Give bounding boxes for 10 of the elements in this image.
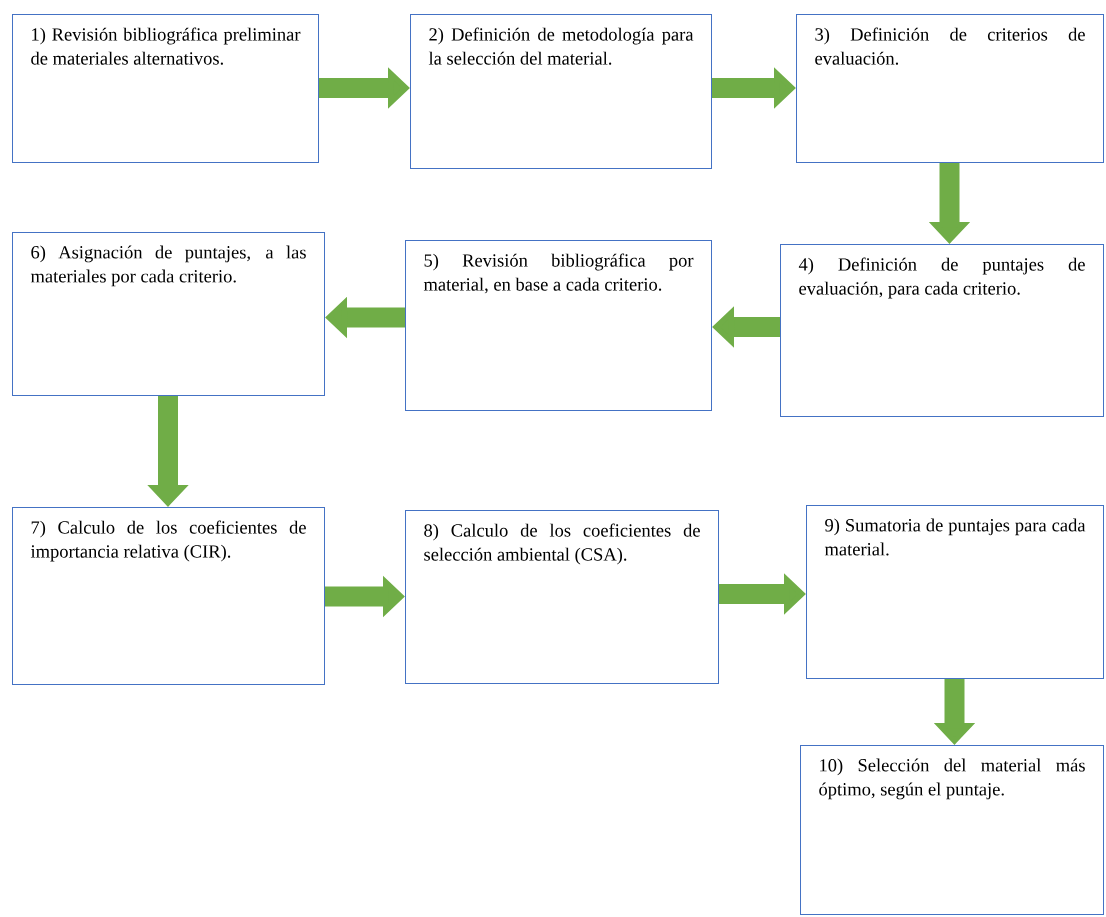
process-box: 9) Sumatoria de puntajes para cada material.	[806, 505, 1104, 679]
process-box: 4) Definición de puntajes de evaluación, para cada criterio.	[780, 244, 1104, 417]
process-box: 8) Calculo de los coeficientes de selección ambiental (CSA).	[405, 510, 719, 684]
process-box: 2) Definición de metodología para la selección del material.	[410, 14, 712, 169]
process-box: 1) Revisión bibliográfica preliminar de materiales alternativos.	[12, 14, 319, 163]
process-box: 7) Calculo de los coeficientes de importancia relativa (CIR).	[12, 507, 325, 685]
process-box: 10) Selección del material más óptimo, según el puntaje.	[800, 745, 1104, 915]
process-box: 3) Definición de criterios de evaluación.	[796, 14, 1104, 163]
process-box: 6) Asignación de puntajes, a las materiales por cada criterio.	[12, 232, 325, 396]
process-box: 5) Revisión bibliográfica por material, en base a cada criterio.	[405, 240, 712, 411]
